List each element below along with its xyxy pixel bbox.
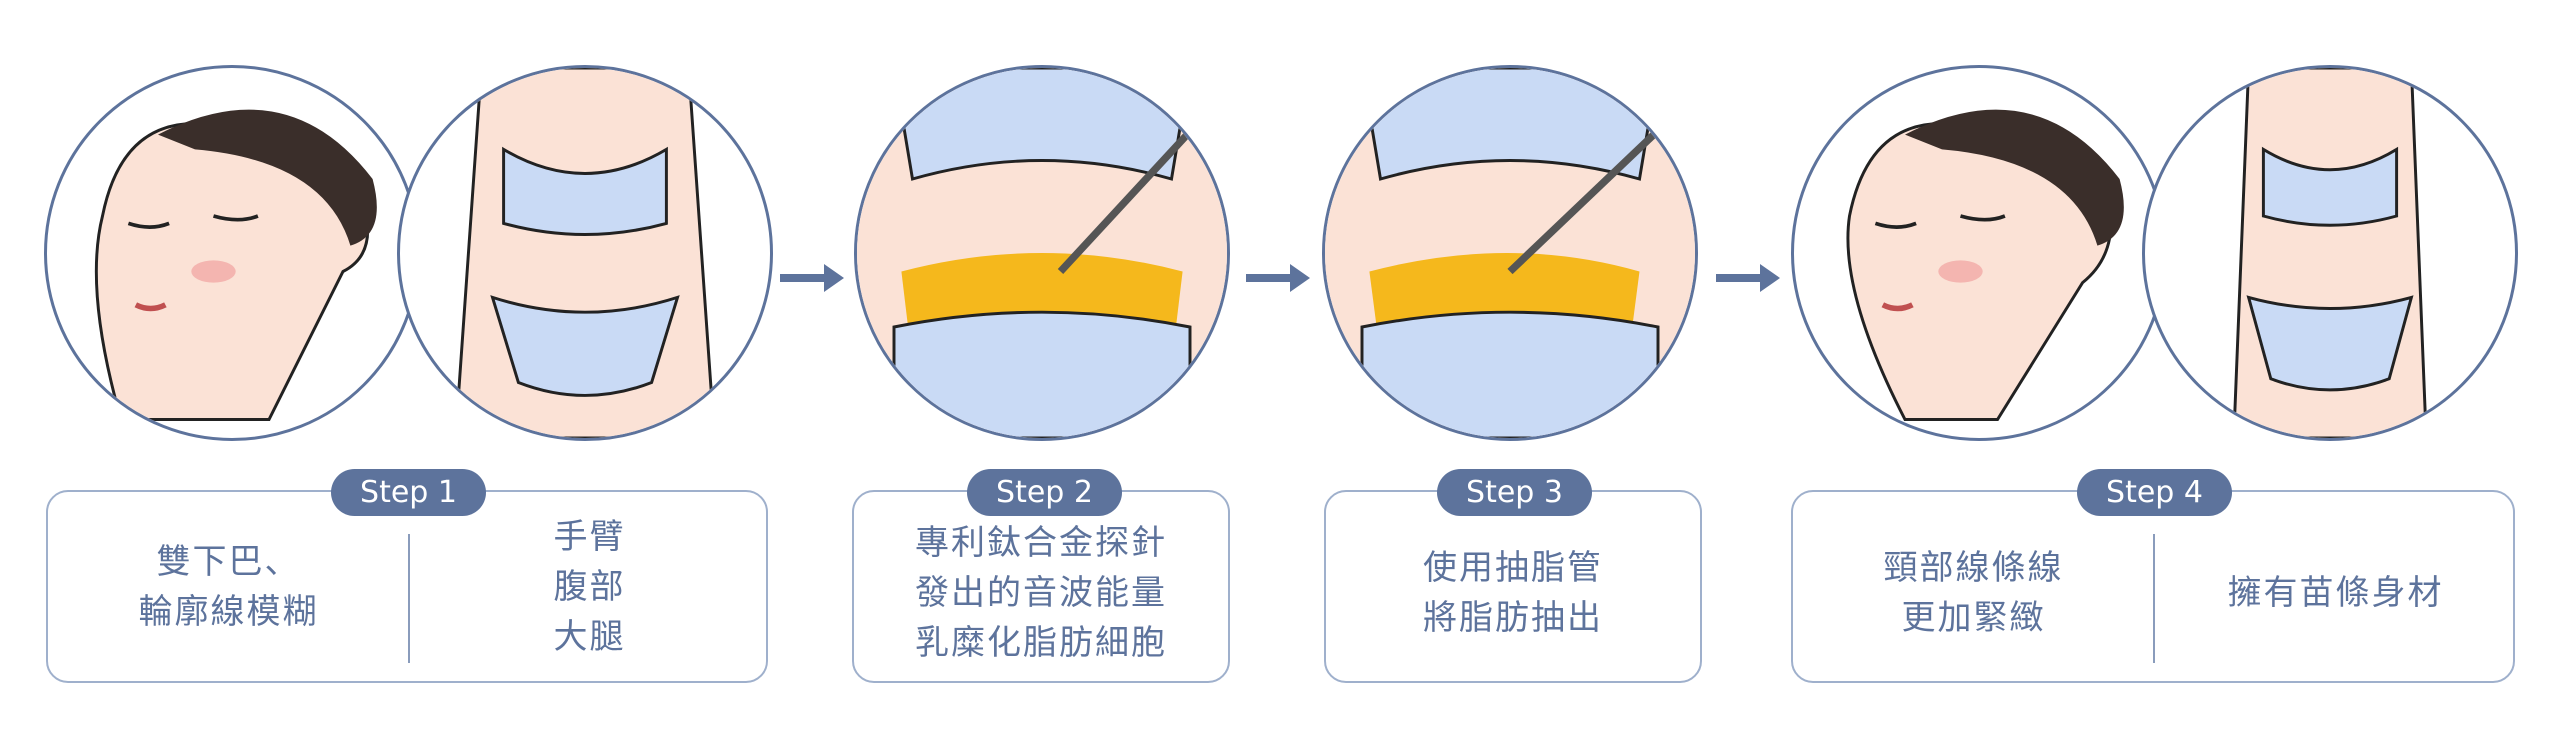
step-4-left-text: 頸部線條線更加緊緻: [1793, 492, 2154, 681]
divider: [408, 534, 410, 663]
step-2-text: 專利鈦合金探針發出的音波能量乳糜化脂肪細胞: [854, 492, 1228, 681]
text-line: 腹部: [553, 566, 626, 607]
text-line: 使用抽脂管: [1423, 547, 1603, 588]
body-before-illustration: [397, 65, 773, 441]
step-3-text: 使用抽脂管將脂肪抽出: [1326, 492, 1700, 681]
liposuction-illustration: [1322, 65, 1698, 441]
text-line: 輪廓線模糊: [138, 591, 319, 632]
step-1-label: Step 1: [331, 469, 486, 516]
text-line: 大腿: [553, 616, 626, 657]
face-after-illustration: [1791, 65, 2167, 441]
arrow-right-icon: [1716, 262, 1780, 294]
text-line: 擁有苗條身材: [2227, 572, 2444, 613]
step-4-right-text: 擁有苗條身材: [2154, 492, 2517, 681]
text-line: 頸部線條線: [1883, 547, 2064, 588]
step-2-label: Step 2: [967, 469, 1122, 516]
step-3-box: 使用抽脂管將脂肪抽出: [1324, 490, 1702, 683]
step-1-left-text: 雙下巴、輪廓線模糊: [48, 492, 409, 681]
probe-ultrasound-illustration: [854, 65, 1230, 441]
text-line: 更加緊緻: [1901, 597, 2046, 638]
divider: [2153, 534, 2155, 663]
text-line: 將脂肪抽出: [1423, 597, 1603, 638]
step-3-label: Step 3: [1437, 469, 1592, 516]
text-line: 手臂: [553, 516, 626, 557]
step-1-box: 雙下巴、輪廓線模糊 手臂腹部大腿: [46, 490, 768, 683]
text-line: 專利鈦合金探針: [915, 522, 1167, 563]
arrow-right-icon: [780, 262, 844, 294]
step-1-right-text: 手臂腹部大腿: [409, 492, 770, 681]
arrow-right-icon: [1246, 262, 1310, 294]
text-line: 雙下巴、: [156, 541, 301, 582]
body-after-illustration: [2142, 65, 2518, 441]
step-4-label: Step 4: [2077, 469, 2232, 516]
text-line: 乳糜化脂肪細胞: [915, 622, 1167, 663]
text-line: 發出的音波能量: [915, 572, 1167, 613]
step-2-box: 專利鈦合金探針發出的音波能量乳糜化脂肪細胞: [852, 490, 1230, 683]
face-before-illustration: [44, 65, 420, 441]
step-4-box: 頸部線條線更加緊緻 擁有苗條身材: [1791, 490, 2515, 683]
